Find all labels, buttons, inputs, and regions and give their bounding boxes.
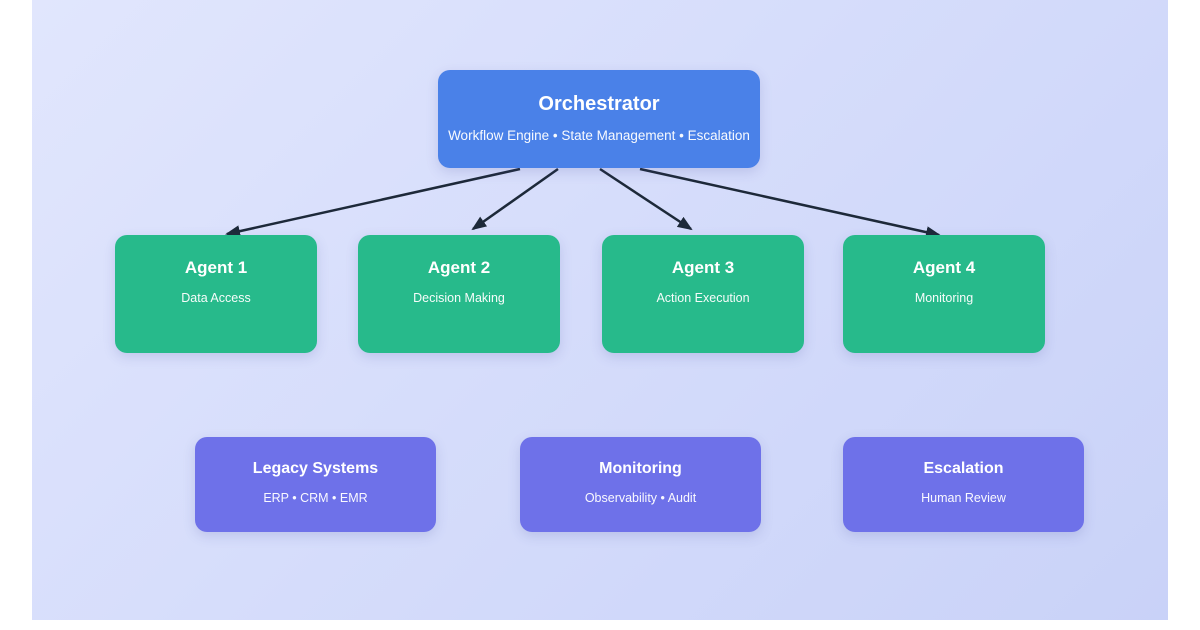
escalation-title: Escalation <box>923 460 1004 477</box>
arrow-orchestrator-to-agent-4 <box>639 167 941 239</box>
orchestrator-node: Orchestrator Workflow Engine • State Man… <box>438 70 760 168</box>
agent-2-subtitle: Decision Making <box>413 291 505 305</box>
agent-3-subtitle: Action Execution <box>656 291 750 305</box>
agent-4-node: Agent 4 Monitoring <box>843 235 1045 353</box>
agent-1-title: Agent 1 <box>184 258 248 277</box>
agent-2-title: Agent 2 <box>427 258 491 277</box>
orchestrator-title: Orchestrator <box>538 93 660 115</box>
agent-1-subtitle: Data Access <box>181 291 251 305</box>
monitoring-subtitle: Observability • Audit <box>584 491 697 505</box>
escalation-subtitle: Human Review <box>921 491 1006 505</box>
agent-4-subtitle: Monitoring <box>914 291 974 305</box>
arrow-orchestrator-to-agent-2 <box>471 167 559 231</box>
diagram-canvas: Orchestrator Workflow Engine • State Man… <box>32 0 1168 620</box>
agent-1-node: Agent 1 Data Access <box>115 235 317 353</box>
legacy-systems-title: Legacy Systems <box>252 460 379 477</box>
arrow-orchestrator-to-agent-3 <box>599 167 693 231</box>
monitoring-title: Monitoring <box>599 460 682 477</box>
escalation-node: Escalation Human Review <box>843 437 1084 532</box>
orchestrator-subtitle: Workflow Engine • State Management • Esc… <box>448 128 750 143</box>
arrow-orchestrator-to-agent-1 <box>225 167 521 238</box>
agent-3-node: Agent 3 Action Execution <box>602 235 804 353</box>
monitoring-node: Monitoring Observability • Audit <box>520 437 761 532</box>
legacy-systems-node: Legacy Systems ERP • CRM • EMR <box>195 437 436 532</box>
agent-4-title: Agent 4 <box>912 258 976 277</box>
agent-2-node: Agent 2 Decision Making <box>358 235 560 353</box>
agent-3-title: Agent 3 <box>671 258 735 277</box>
legacy-systems-subtitle: ERP • CRM • EMR <box>263 491 368 505</box>
connector-arrows <box>225 167 941 239</box>
